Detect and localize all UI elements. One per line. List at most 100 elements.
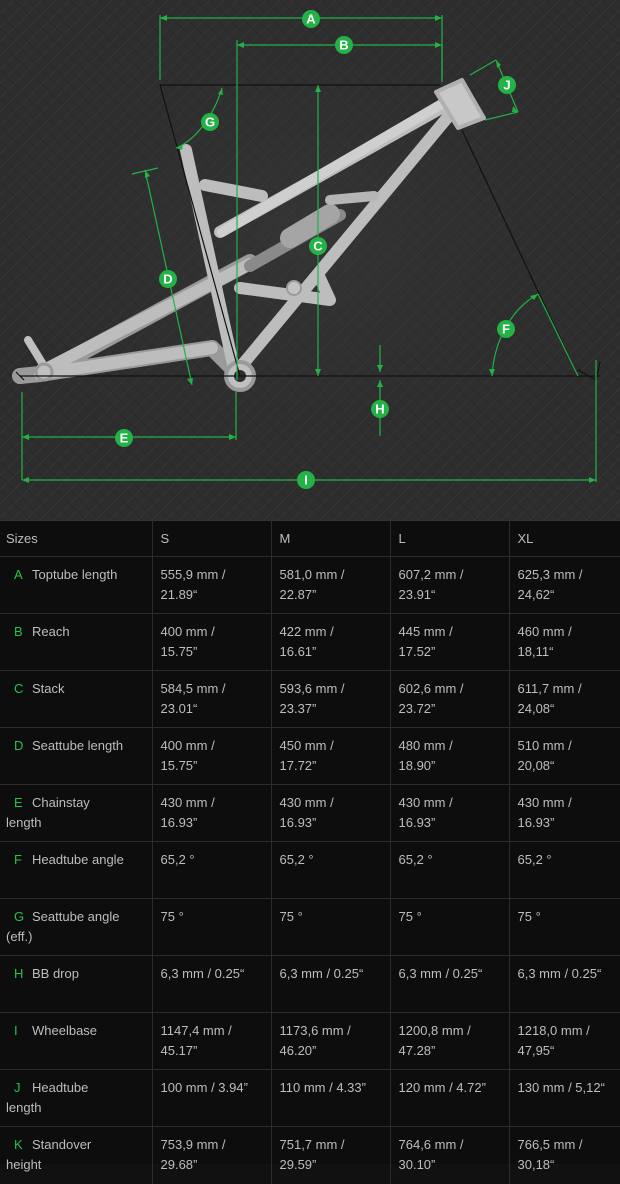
measure-key: I <box>14 1023 18 1038</box>
svg-text:G: G <box>205 115 215 130</box>
table-cell: 766,5 mm / 30,18“ <box>508 1126 620 1184</box>
table-row: C Stack 584,5 mm / 23.01“593,6 mm / 23.37”… <box>0 670 620 728</box>
table-cell: 430 mm / 16.93” <box>508 784 620 842</box>
table-cell: 480 mm / 18.90” <box>389 727 509 785</box>
table-cell: 1147,4 mm / 45.17” <box>151 1012 271 1070</box>
table-cell: 75 ° <box>270 898 390 956</box>
header-sizes: Sizes <box>6 531 38 546</box>
measure-key: H <box>14 966 24 981</box>
measure-label: Headtube length <box>6 1080 89 1115</box>
svg-text:C: C <box>313 239 323 254</box>
row-measure-cell: H BB drop <box>0 955 152 1013</box>
table-cell: 593,6 mm / 23.37” <box>270 670 390 728</box>
table-row: A Toptube length 555,9 mm / 21.89“581,0 mm… <box>0 556 620 614</box>
marker-c: C <box>309 237 327 255</box>
table-cell: 611,7 mm / 24,08“ <box>508 670 620 728</box>
table-cell: 75 ° <box>151 898 271 956</box>
header-size-s: S <box>151 520 271 557</box>
table-cell: 1173,6 mm / 46.20” <box>270 1012 390 1070</box>
table-cell: 65,2 ° <box>508 841 620 899</box>
table-cell: 751,7 mm / 29.59” <box>270 1126 390 1184</box>
table-cell: 607,2 mm / 23.91“ <box>389 556 509 614</box>
table-cell: 65,2 ° <box>151 841 271 899</box>
marker-g: G <box>201 113 219 131</box>
marker-h: H <box>371 400 389 418</box>
table-body: A Toptube length 555,9 mm / 21.89“581,0 mm… <box>0 556 620 1184</box>
header-size-xl: XL <box>508 520 620 557</box>
table-cell: 584,5 mm / 23.01“ <box>151 670 271 728</box>
table-cell: 75 ° <box>508 898 620 956</box>
table-cell: 422 mm / 16.61” <box>270 613 390 671</box>
table-cell: 581,0 mm / 22.87” <box>270 556 390 614</box>
measure-key: J <box>14 1080 21 1095</box>
header-size-l: L <box>389 520 509 557</box>
geometry-table: Sizes S M L XL A Toptube length 555,9 mm /… <box>0 520 620 1184</box>
table-cell: 1200,8 mm / 47.28” <box>389 1012 509 1070</box>
marker-f: F <box>497 320 515 338</box>
table-cell: 1218,0 mm / 47,95“ <box>508 1012 620 1070</box>
measure-label: Reach <box>32 624 70 639</box>
marker-d: D <box>159 270 177 288</box>
table-cell: 110 mm / 4.33” <box>270 1069 390 1127</box>
measure-label: Seattube length <box>32 738 124 753</box>
measure-label: BB drop <box>32 966 79 981</box>
measure-label: Stack <box>32 681 65 696</box>
marker-i: I <box>297 471 315 489</box>
table-cell: 625,3 mm / 24,62“ <box>508 556 620 614</box>
row-measure-cell: F Headtube angle <box>0 841 152 899</box>
measure-label: Toptube length <box>32 567 118 582</box>
table-cell: 6,3 mm / 0.25“ <box>389 955 509 1013</box>
marker-e: E <box>115 429 133 447</box>
row-measure-cell: A Toptube length <box>0 556 152 614</box>
table-cell: 555,9 mm / 21.89“ <box>151 556 271 614</box>
table-cell: 460 mm / 18,11“ <box>508 613 620 671</box>
measure-key: A <box>14 567 23 582</box>
svg-text:J: J <box>503 78 510 93</box>
table-cell: 130 mm / 5,12“ <box>508 1069 620 1127</box>
table-cell: 430 mm / 16.93” <box>151 784 271 842</box>
table-cell: 450 mm / 17.72” <box>270 727 390 785</box>
table-cell: 602,6 mm / 23.72” <box>389 670 509 728</box>
bike-frame <box>12 78 486 392</box>
marker-b: B <box>335 36 353 54</box>
svg-text:F: F <box>502 322 510 337</box>
svg-text:E: E <box>120 431 129 446</box>
table-cell: 510 mm / 20,08“ <box>508 727 620 785</box>
measure-label: Headtube angle <box>32 852 124 867</box>
row-measure-cell: C Stack <box>0 670 152 728</box>
measure-key: C <box>14 681 24 696</box>
table-cell: 753,9 mm / 29.68” <box>151 1126 271 1184</box>
row-measure-cell: B Reach <box>0 613 152 671</box>
measure-key: F <box>14 852 22 867</box>
svg-text:D: D <box>163 272 172 287</box>
table-cell: 430 mm / 16.93” <box>270 784 390 842</box>
table-cell: 430 mm / 16.93” <box>389 784 509 842</box>
measure-label: Chainstay length <box>6 795 90 830</box>
table-cell: 6,3 mm / 0.25“ <box>270 955 390 1013</box>
svg-text:H: H <box>375 402 384 417</box>
header-size-m: M <box>270 520 390 557</box>
table-cell: 400 mm / 15.75” <box>151 613 271 671</box>
table-header-row: Sizes S M L XL <box>0 520 620 557</box>
marker-a: A <box>302 10 320 28</box>
geometry-diagram: A B C D E F G H I J <box>0 0 620 520</box>
table-cell: 75 ° <box>389 898 509 956</box>
dimension-arrowheads <box>22 15 596 483</box>
table-cell: 65,2 ° <box>389 841 509 899</box>
geometry-table-container: Sizes S M L XL A Toptube length 555,9 mm /… <box>0 520 620 1184</box>
measure-key: B <box>14 624 23 639</box>
table-cell: 6,3 mm / 0.25“ <box>508 955 620 1013</box>
measure-key: K <box>14 1137 23 1152</box>
